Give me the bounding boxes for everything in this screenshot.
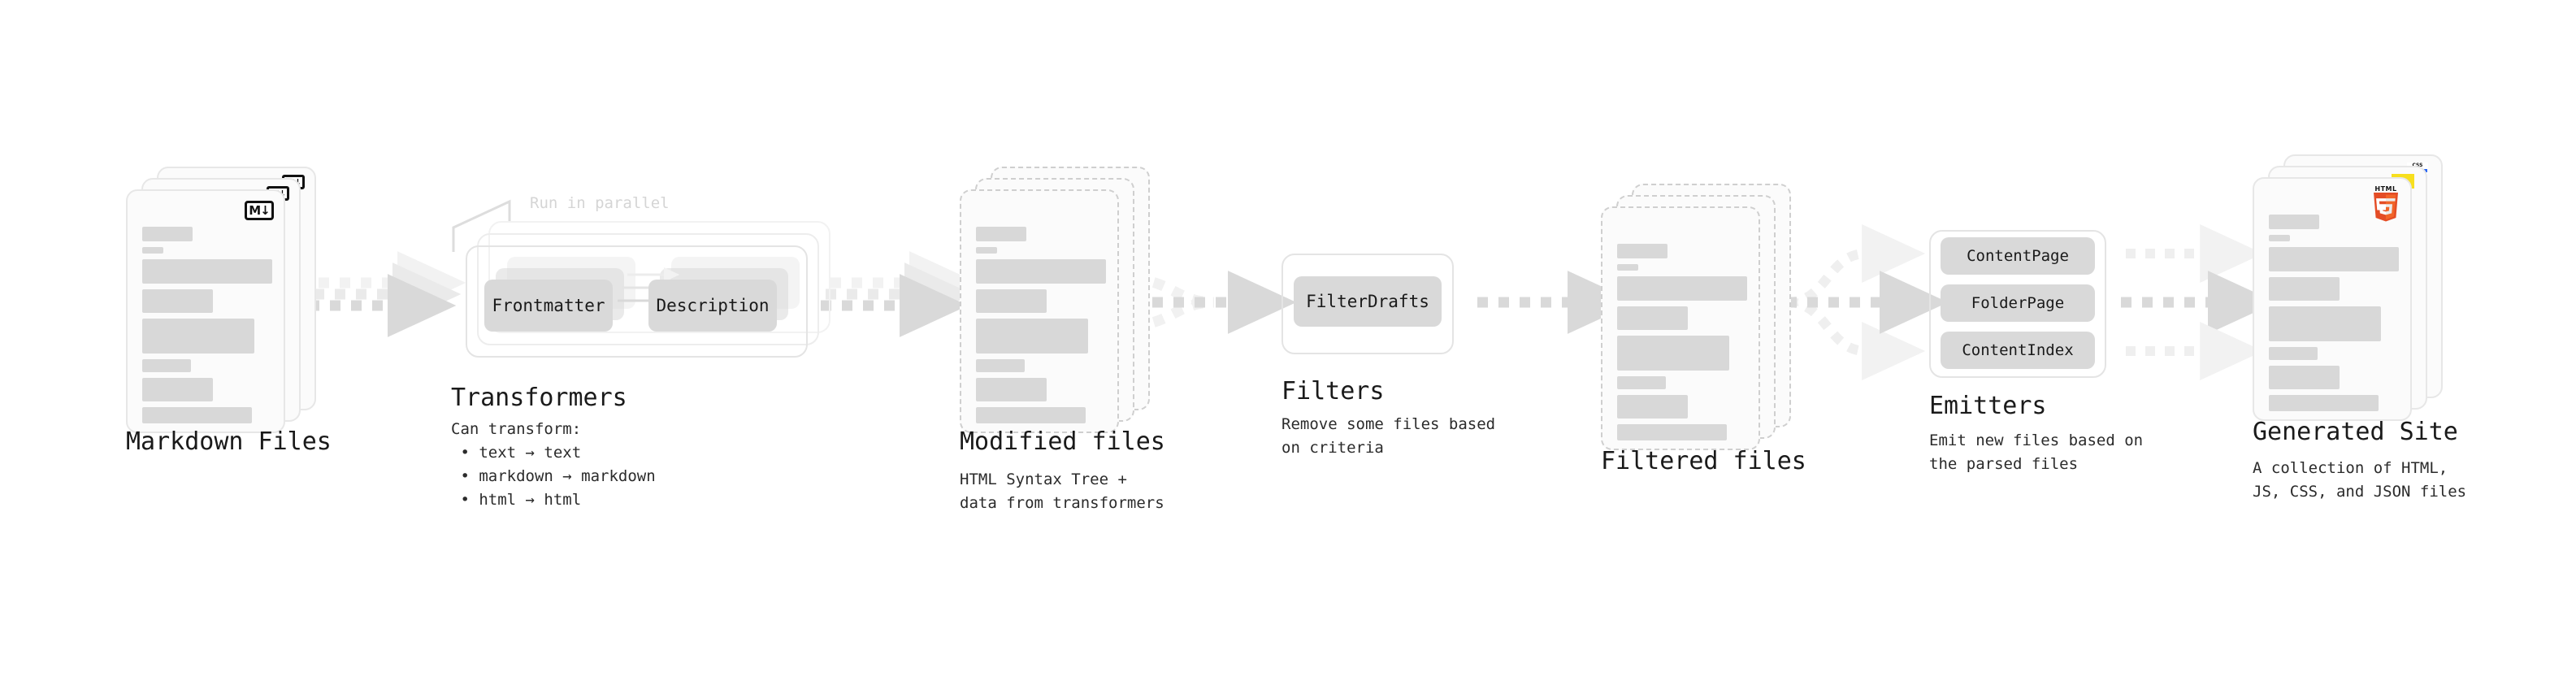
html5-shield bbox=[2374, 193, 2398, 222]
arrow-markdown-to-transformers bbox=[309, 251, 466, 337]
filtered-files-title: Filtered files bbox=[1601, 447, 1806, 475]
filter-chip-filterdrafts-label: FilterDrafts bbox=[1306, 292, 1429, 311]
emitters-title: Emitters bbox=[1929, 392, 2047, 420]
markdown-files-stack: M↓ M↓ M↓ bbox=[126, 167, 321, 435]
markdown-icon: M↓ bbox=[245, 201, 274, 220]
modified-files-title: Modified files bbox=[960, 427, 1165, 456]
filter-chip-filterdrafts[interactable]: FilterDrafts bbox=[1294, 276, 1442, 327]
card-content-bars bbox=[1617, 244, 1747, 446]
transformers-box-back-2 bbox=[488, 221, 830, 333]
arrow-emitters-to-site bbox=[2121, 224, 2277, 380]
generated-card-front-html: HTML bbox=[2253, 177, 2412, 421]
run-in-parallel-label: Run in parallel bbox=[530, 194, 670, 212]
markdown-card-front: M↓ bbox=[126, 189, 285, 433]
emitter-chip-contentpage-label: ContentPage bbox=[1967, 247, 2069, 265]
filtered-card-front bbox=[1601, 206, 1760, 450]
modified-files-stack bbox=[960, 167, 1155, 435]
transformer-chip-description-label: Description bbox=[656, 296, 770, 315]
filters-box bbox=[1281, 254, 1454, 354]
emitter-chip-contentpage[interactable]: ContentPage bbox=[1941, 237, 2095, 275]
generated-site-subtitle: A collection of HTML, JS, CSS, and JSON … bbox=[2253, 459, 2467, 501]
filtered-files-stack bbox=[1601, 184, 1796, 452]
html5-badge-label: HTML bbox=[2374, 185, 2397, 193]
transformer-chip-frontmatter[interactable]: Frontmatter bbox=[484, 280, 613, 332]
card-content-bars bbox=[142, 227, 272, 429]
emitter-chip-folderpage[interactable]: FolderPage bbox=[1941, 284, 2095, 322]
emitter-chip-contentindex[interactable]: ContentIndex bbox=[1941, 332, 2095, 369]
transformers-box-front bbox=[466, 245, 808, 358]
card-content-bars bbox=[2269, 215, 2399, 417]
transformers-box-back-1 bbox=[477, 233, 819, 345]
filters-title: Filters bbox=[1281, 377, 1385, 406]
html5-icon: HTML bbox=[2370, 185, 2402, 223]
emitter-chip-contentindex-label: ContentIndex bbox=[1962, 341, 2074, 359]
markdown-files-title: Markdown Files bbox=[126, 427, 332, 456]
generated-site-title: Generated Site bbox=[2253, 418, 2458, 446]
transformer-chip-description[interactable]: Description bbox=[648, 280, 777, 332]
modified-card-front bbox=[960, 189, 1119, 433]
emitter-chip-folderpage-label: FolderPage bbox=[1971, 294, 2065, 312]
emitters-box bbox=[1929, 230, 2106, 378]
arrow-transformers-to-modified bbox=[821, 251, 978, 337]
emitters-subtitle: Emit new files based on the parsed files bbox=[1929, 432, 2144, 473]
transformers-subtitle: Can transform: • text → text • markdown … bbox=[451, 420, 656, 509]
generated-site-stack: CSS HTML bbox=[2253, 154, 2448, 423]
transformers-title: Transformers bbox=[451, 384, 627, 412]
css-badge-label: CSS bbox=[2413, 163, 2423, 168]
card-content-bars bbox=[976, 227, 1106, 429]
filters-subtitle: Remove some files based on criteria bbox=[1281, 415, 1496, 457]
modified-files-subtitle: HTML Syntax Tree + data from transformer… bbox=[960, 471, 1164, 512]
arrow-filtered-to-emitters bbox=[1786, 224, 1949, 380]
run-in-parallel-bracket bbox=[452, 199, 511, 252]
transformer-chip-frontmatter-label: Frontmatter bbox=[492, 296, 605, 315]
